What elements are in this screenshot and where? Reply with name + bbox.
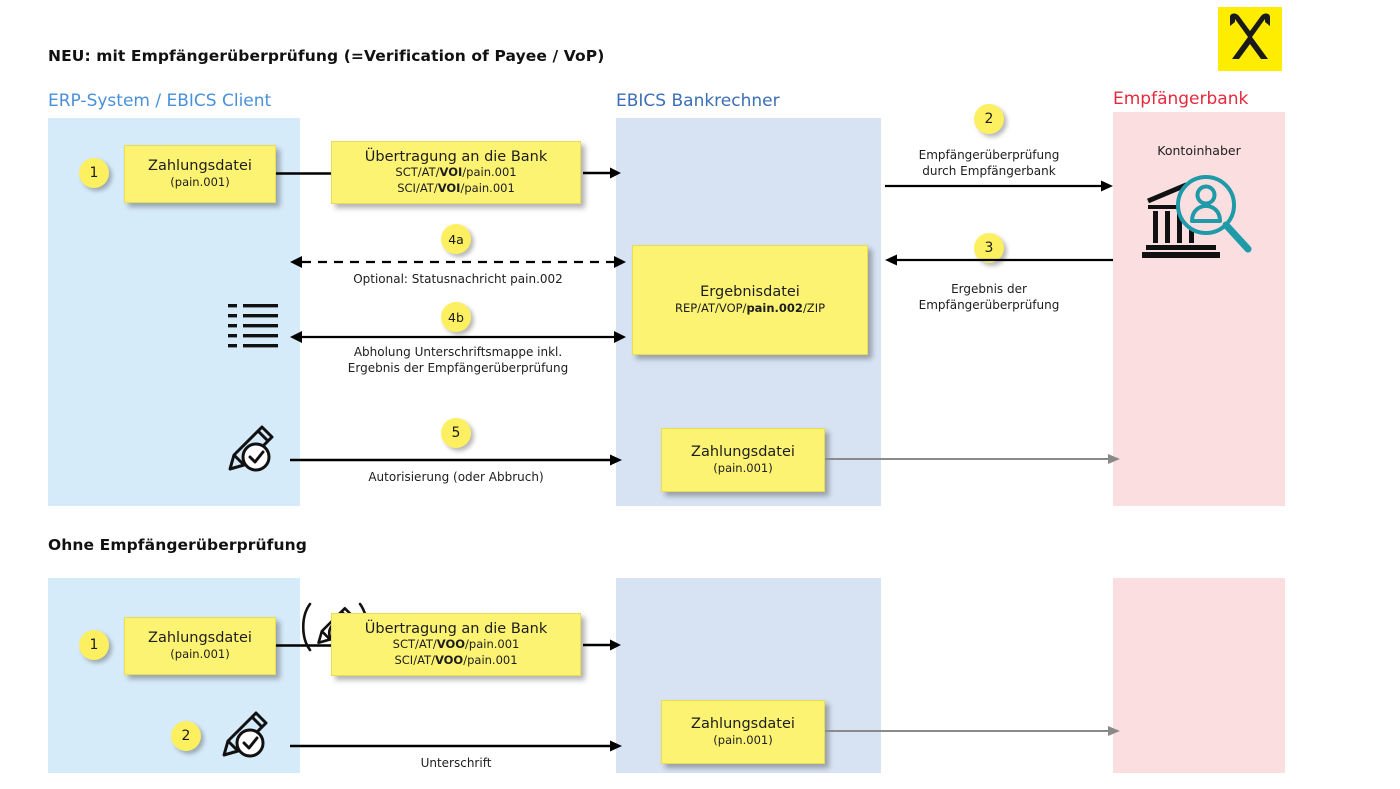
arrow-step-2	[885, 178, 1113, 194]
note-line-1: Zahlungsdatei	[148, 629, 252, 646]
note-payment-file-1: Zahlungsdatei (pain.001)	[124, 145, 276, 203]
note-line-2: (pain.001)	[713, 732, 773, 747]
note-line-2: REP/AT/VOP/pain.002/ZIP	[674, 300, 826, 315]
note-line-1: Zahlungsdatei	[148, 157, 252, 174]
account-holder-icon	[1140, 163, 1260, 263]
arrow-transfer-to-ebics	[583, 165, 621, 181]
note-transfer-to-bank: Übertragung an die Bank SCT/AT/VOI/pain.…	[331, 141, 581, 204]
note-line-2: (pain.001)	[170, 646, 230, 661]
note-line-1: Ergebnisdatei	[700, 283, 800, 300]
connector-line-2	[276, 644, 334, 647]
note-result-file: Ergebnisdatei REP/AT/VOP/pain.002/ZIP	[632, 245, 868, 355]
step-badge-3: 3	[974, 233, 1004, 263]
connector-line-1	[276, 172, 332, 175]
arrow-step-5	[290, 452, 622, 468]
step-label-5: Autorisierung (oder Abbruch)	[368, 470, 544, 484]
page-title-top: NEU: mit Empfängerüberprüfung (=Verifica…	[48, 47, 605, 65]
step-label-4b: Abholung Unterschriftsmappe inkl. Ergebn…	[347, 345, 569, 375]
step-label-b2: Unterschrift	[420, 756, 492, 770]
note-line-2: (pain.001)	[170, 174, 230, 189]
signature-list-icon	[228, 302, 278, 350]
note-line-1: Übertragung an die Bank	[364, 148, 548, 165]
signature-pen-icon-2	[216, 709, 272, 761]
note-line-2a: SCT/AT/VOO/pain.001	[392, 637, 520, 652]
note-line-2a: SCT/AT/VOI/pain.001	[395, 165, 517, 180]
lane-bank-bottom	[1113, 578, 1285, 773]
step-badge-4b: 4b	[441, 302, 471, 332]
note-payment-file-4: Zahlungsdatei (pain.001)	[661, 700, 825, 764]
note-line-2: (pain.001)	[713, 460, 773, 475]
step-badge-b1: 1	[79, 630, 109, 660]
lane-title-bank: Empfängerbank	[1113, 89, 1249, 109]
arrow-to-bank-gray-2	[825, 724, 1120, 738]
lane-title-ebics: EBICS Bankrechner	[616, 91, 780, 111]
note-line-2b: SCI/AT/VOO/pain.001	[394, 652, 518, 667]
arrow-step-4b	[290, 329, 626, 345]
arrow-step-3	[885, 252, 1113, 268]
signature-pen-icon	[222, 423, 278, 475]
account-holder-caption: Kontoinhaber	[1157, 143, 1241, 158]
raiffeisen-gable-cross-logo	[1218, 7, 1282, 71]
step-label-3: Ergebnis der Empfängerüberprüfung	[918, 282, 1060, 312]
arrow-step-b2	[290, 738, 622, 754]
note-line-1: Zahlungsdatei	[691, 443, 795, 460]
step-badge-2: 2	[974, 104, 1004, 134]
arrow-to-bank-gray	[825, 452, 1120, 466]
page-title-bottom: Ohne Empfängerüberprüfung	[48, 536, 307, 554]
arrow-transfer-to-ebics-2	[583, 637, 621, 653]
note-line-1: Übertragung an die Bank	[364, 620, 548, 637]
step-label-2: Empfängerüberprüfung durch Empfängerbank	[918, 148, 1060, 178]
note-transfer-to-bank-2: Übertragung an die Bank SCT/AT/VOO/pain.…	[331, 613, 581, 676]
step-badge-1: 1	[79, 158, 109, 188]
note-line-2b: SCI/AT/VOI/pain.001	[397, 180, 515, 195]
note-line-1: Zahlungsdatei	[691, 715, 795, 732]
step-badge-b2: 2	[171, 721, 201, 751]
arrow-step-4a	[290, 254, 626, 270]
note-payment-file-2: Zahlungsdatei (pain.001)	[661, 428, 825, 492]
step-label-4a: Optional: Statusnachricht pain.002	[353, 272, 563, 286]
step-badge-4a: 4a	[441, 224, 471, 254]
step-badge-5: 5	[441, 418, 471, 448]
note-payment-file-3: Zahlungsdatei (pain.001)	[124, 617, 276, 675]
lane-title-erp: ERP-System / EBICS Client	[48, 91, 272, 111]
